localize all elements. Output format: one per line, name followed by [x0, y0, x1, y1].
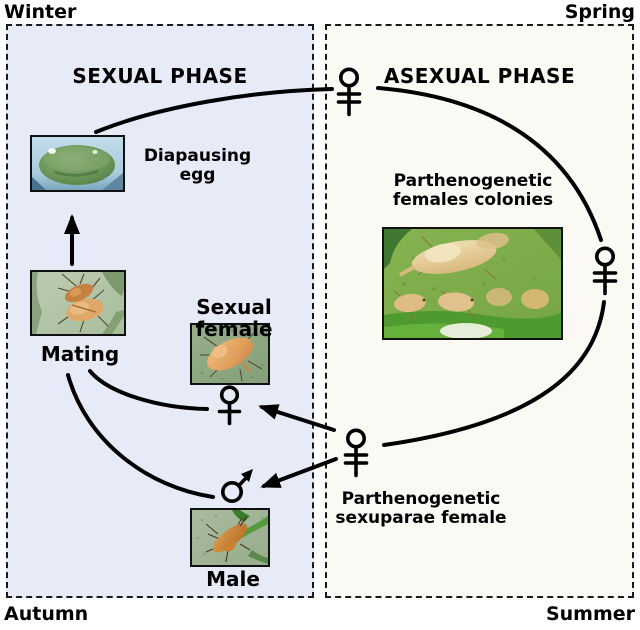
season-winter: Winter — [4, 1, 77, 23]
sexual-female-label: Sexual female — [195, 295, 273, 342]
female-icon-sexual-female — [217, 385, 242, 426]
season-spring: Spring — [564, 1, 635, 23]
sexual-phase-title: SEXUAL PHASE — [72, 64, 248, 88]
asexual-phase-title: ASEXUAL PHASE — [383, 64, 576, 88]
sexuparae-label: Parthenogenetic sexuparae female — [335, 489, 507, 529]
female-double-bar-icon-sexupara — [343, 428, 369, 478]
season-autumn: Autumn — [4, 603, 89, 625]
female-double-bar-icon-virginopara — [592, 246, 618, 296]
male-label: Male — [206, 567, 260, 591]
diapausing-egg-photo — [30, 135, 125, 192]
season-summer: Summer — [545, 603, 635, 625]
male-photo — [190, 508, 270, 567]
male-icon — [221, 469, 253, 503]
female-double-bar-icon-fundatrix — [336, 67, 362, 117]
mating-label: Mating — [40, 342, 120, 366]
mating-photo — [30, 270, 126, 336]
diapausing-egg-label: Diapausing egg — [143, 146, 252, 186]
colonies-label: Parthenogenetic females colonies — [392, 171, 554, 211]
colonies-photo — [382, 227, 563, 340]
